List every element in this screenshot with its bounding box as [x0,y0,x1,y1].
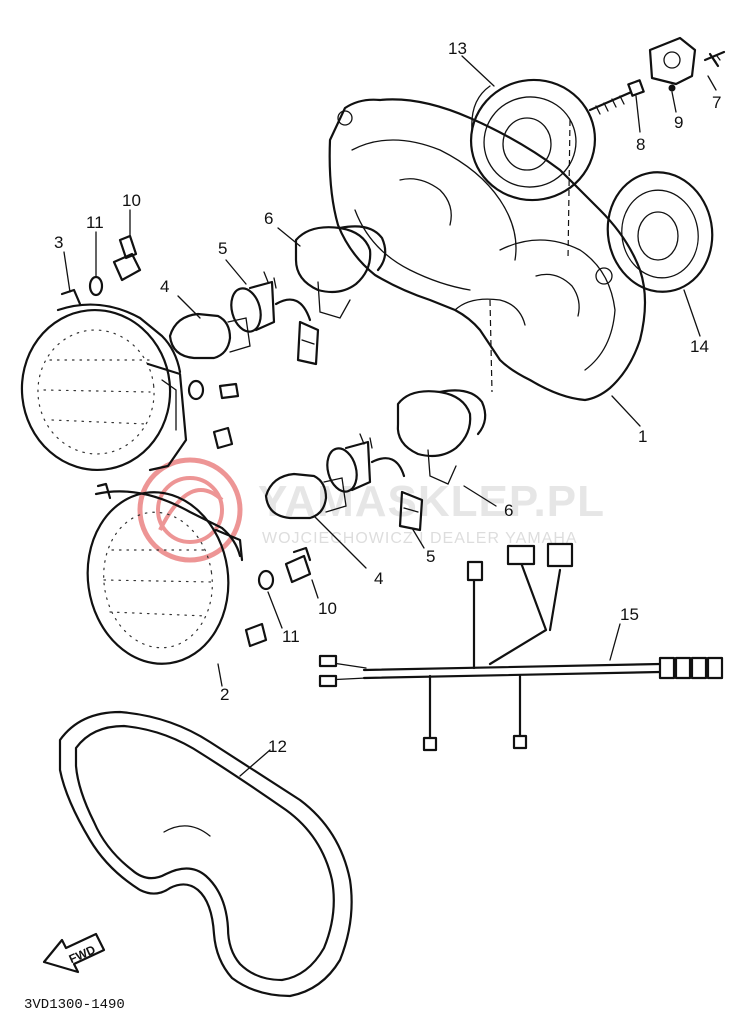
part-10-adjuster-lower [284,546,312,584]
callout-1: 1 [638,427,647,446]
callout-10-upper: 10 [122,191,141,210]
callout-6-lower: 6 [504,501,513,520]
watermark-tagline: WOJCIECHOWICZ I DEALER YAMAHA [262,530,578,547]
part-3-lens-unit-upper [20,288,188,472]
callout-14: 14 [690,337,709,356]
callout-10-lower: 10 [318,599,337,618]
part-8-bolt [588,79,645,115]
callout-11-lower: 11 [282,627,300,646]
callout-5-upper: 5 [218,239,227,258]
part-10-adjuster-upper [112,234,142,282]
watermark: YAMASKLEP.PL WOJCIECHOWICZ I DEALER YAMA… [137,457,604,563]
callout-13: 13 [448,39,467,58]
callout-8: 8 [636,135,645,154]
part-13-reflector-upper [469,78,597,202]
part-12-headlight-rim [58,710,353,998]
callout-7: 7 [712,93,721,112]
leader-lines [63,55,717,777]
part-4-bulb-upper [168,312,251,360]
part-7-adjusting-screw [703,50,726,68]
callout-15: 15 [620,605,639,624]
fwd-arrow-icon: FWD [42,932,106,974]
part-5-bulb-holder-upper [230,271,312,333]
part-14-reflector-lower [606,171,714,293]
callout-11-upper: 11 [86,213,104,232]
part-15-wire-harness [318,542,724,752]
part-11-washer-upper [88,275,104,297]
part-6-bulb-socket-lower [396,389,487,532]
part-1-headlight-body [328,98,647,402]
callout-3: 3 [54,233,63,252]
part-11-washer-lower [257,569,275,591]
callout-12: 12 [268,737,287,756]
part-6-bulb-socket-upper [294,225,387,366]
part-9-bracket [648,36,697,92]
callout-5-lower: 5 [426,547,435,566]
callout-2: 2 [220,685,229,704]
callout-4-lower: 4 [374,569,383,588]
callout-4-upper: 4 [160,277,169,296]
part-2-lens-unit-lower [86,482,244,665]
callout-numbers: 1 2 3 4 4 5 5 6 6 7 8 9 10 10 11 11 12 1… [54,39,721,756]
figure-code: 3VD1300-1490 [24,997,125,1013]
part-5-bulb-holder-lower [326,433,406,493]
screws-misc [187,379,268,648]
callout-9: 9 [674,113,683,132]
callout-6-upper: 6 [264,209,273,228]
watermark-logo-icon [137,457,243,563]
